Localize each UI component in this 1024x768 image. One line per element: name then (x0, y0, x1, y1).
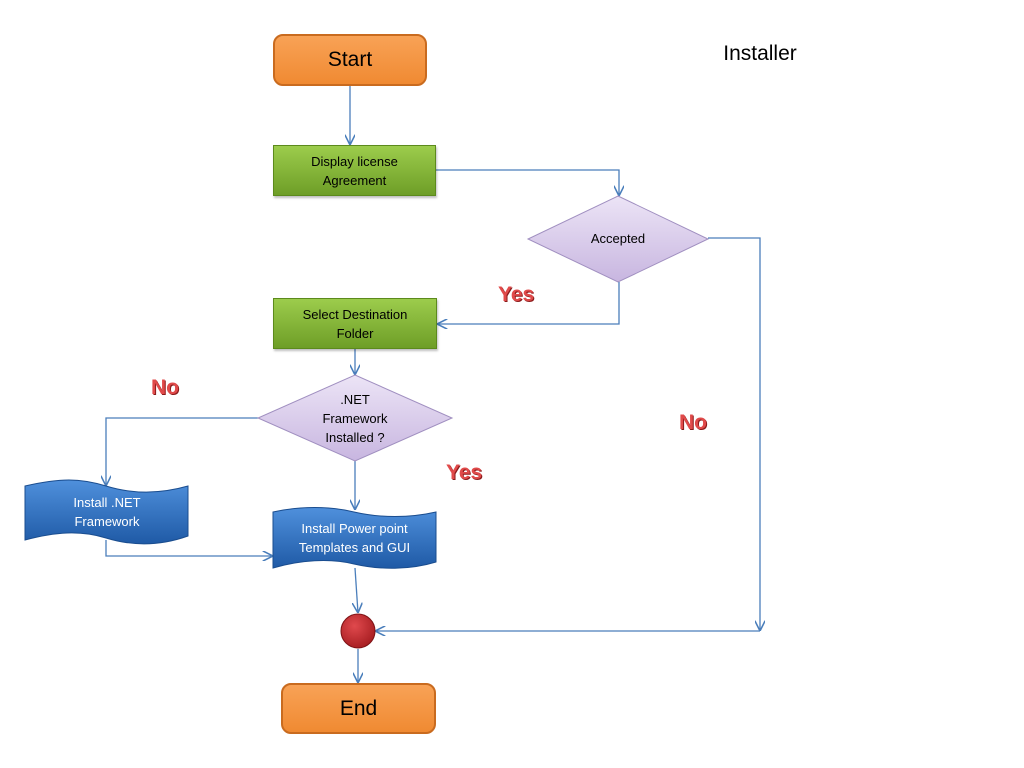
merge-point (340, 613, 376, 649)
decision-accepted-shape (526, 195, 710, 283)
edge-accepted-yes-to-folder (437, 282, 620, 324)
edge-accepted-no-to-merge (708, 237, 760, 631)
edge-templates-to-merge (355, 567, 358, 613)
accepted-yes-label: Yes (498, 283, 535, 306)
select-folder-node: Select Destination Folder (273, 298, 437, 349)
select-folder-label: Select Destination Folder (302, 306, 408, 341)
net-yes-label: Yes (446, 461, 483, 484)
edge-net-no-to-install-net (106, 417, 258, 486)
start-node: Start (273, 34, 427, 86)
document-install-templates-shape (272, 507, 437, 569)
document-install-net-shape (24, 479, 189, 545)
diagram-title: Installer (723, 42, 797, 65)
edge-license-to-accepted (436, 169, 619, 196)
accepted-no-label: No (679, 411, 707, 434)
end-node: End (281, 683, 436, 734)
decision-net-installed-shape (256, 374, 454, 462)
edge-install-net-to-templates (105, 540, 273, 556)
display-license-node: Display license Agreement (273, 145, 436, 196)
net-no-label: No (151, 376, 179, 399)
display-license-label: Display license Agreement (311, 153, 398, 188)
